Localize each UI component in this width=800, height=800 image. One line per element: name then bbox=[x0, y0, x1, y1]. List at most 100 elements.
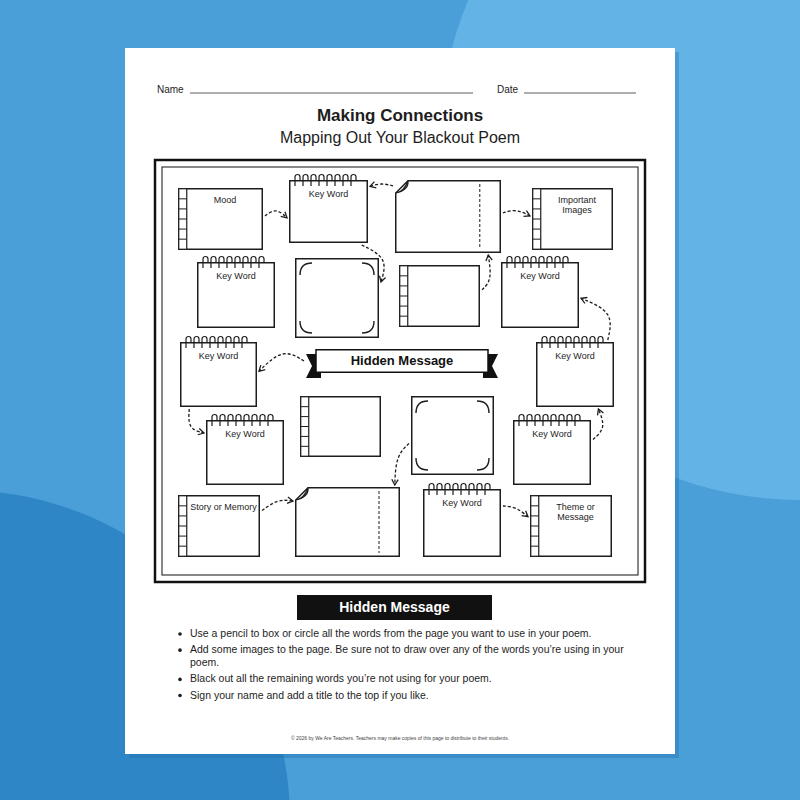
text-holder: Important Images bbox=[544, 195, 610, 216]
spiral-ring bbox=[461, 484, 466, 496]
tab-divider bbox=[531, 515, 539, 516]
spiral-ring bbox=[268, 415, 273, 427]
dashed-arrow bbox=[265, 211, 287, 218]
tab-divider bbox=[179, 208, 187, 209]
photo-frame bbox=[295, 258, 379, 338]
inner-frame bbox=[162, 167, 638, 575]
spiral-ring bbox=[558, 337, 563, 349]
spiral-ring bbox=[523, 257, 528, 269]
photo-corner bbox=[300, 321, 312, 333]
spiral-ring bbox=[469, 484, 474, 496]
spiral-ring bbox=[555, 257, 560, 269]
tab-divider bbox=[179, 536, 187, 537]
tab-divider bbox=[533, 208, 541, 209]
spiral-ring bbox=[590, 337, 595, 349]
tab-strip bbox=[179, 189, 187, 250]
text-holder: Theme or Message bbox=[542, 502, 609, 523]
spiral-ring bbox=[519, 415, 524, 427]
tab-divider bbox=[400, 316, 408, 317]
frame-border bbox=[412, 397, 494, 475]
tab-strip bbox=[301, 397, 309, 457]
box-label: Key Word bbox=[293, 189, 364, 199]
images-notepad: Important Images bbox=[532, 188, 613, 250]
spiral-ring bbox=[453, 484, 458, 496]
bullet-dots bbox=[178, 632, 182, 697]
tab-divider bbox=[179, 239, 187, 240]
notepad-border bbox=[181, 343, 257, 407]
section-heading-bar: Hidden Message bbox=[297, 595, 492, 620]
notepad-border bbox=[533, 189, 613, 250]
notepad-border bbox=[502, 263, 579, 328]
tab-divider bbox=[400, 285, 408, 286]
keyword-notepad: Key Word bbox=[206, 420, 284, 485]
spiral-ring bbox=[429, 484, 434, 496]
photo-corner bbox=[416, 401, 428, 413]
blank-notepad bbox=[399, 265, 480, 327]
heading-text: Hidden Message bbox=[324, 354, 480, 369]
spiral-ring bbox=[220, 415, 225, 427]
tab-divider bbox=[531, 546, 539, 547]
dashed-arrow bbox=[593, 409, 603, 440]
page-border bbox=[396, 181, 501, 253]
bullet-dot bbox=[178, 678, 182, 682]
dashed-arrow bbox=[262, 500, 293, 510]
spiral-ring bbox=[218, 337, 223, 349]
spiral-ring bbox=[242, 337, 247, 349]
folded-page bbox=[395, 180, 501, 253]
story-notepad: Story or Memory bbox=[178, 495, 260, 557]
spiral-ring bbox=[211, 257, 216, 269]
tab-divider bbox=[533, 229, 541, 230]
tab-divider bbox=[531, 526, 539, 527]
keyword-notepad: Key Word bbox=[180, 342, 257, 407]
spiral-ring bbox=[477, 484, 482, 496]
spiral-ring bbox=[542, 337, 547, 349]
spiral-ring bbox=[515, 257, 520, 269]
spiral-ring bbox=[527, 415, 532, 427]
instruction-bullet: Sign your name and add a title to the to… bbox=[190, 689, 630, 702]
spiral-ring bbox=[551, 415, 556, 427]
spiral-ring bbox=[575, 415, 580, 427]
notepad-border bbox=[179, 189, 263, 250]
theme-notepad: Theme or Message bbox=[530, 495, 612, 557]
folded-outline bbox=[295, 487, 400, 557]
spiral-ring bbox=[212, 415, 217, 427]
copyright-footer: © 2026 by We Are Teachers. Teachers may … bbox=[125, 735, 675, 741]
spiral-ring bbox=[252, 415, 257, 427]
text-holder: Hidden Message bbox=[324, 354, 480, 369]
tab-strip bbox=[531, 496, 539, 557]
dashed-arrow bbox=[189, 409, 204, 433]
text-holder: Hidden Message bbox=[305, 599, 484, 615]
keyword-notepad: Key Word bbox=[536, 342, 614, 407]
spiral-ring bbox=[219, 257, 224, 269]
box-label: Key Word bbox=[427, 498, 497, 508]
spiral-ring bbox=[351, 175, 356, 187]
tab-divider bbox=[179, 198, 187, 199]
notepad-border bbox=[514, 421, 591, 485]
notepad-border bbox=[301, 397, 381, 457]
spiral-ring bbox=[531, 257, 536, 269]
tab-strip bbox=[533, 189, 541, 250]
spiral-ring bbox=[547, 257, 552, 269]
box-label: Key Word bbox=[540, 351, 610, 361]
spiral-ring bbox=[550, 337, 555, 349]
photo-corner bbox=[362, 321, 374, 333]
spiral-ring bbox=[574, 337, 579, 349]
tab-divider bbox=[400, 306, 408, 307]
box-label: Mood bbox=[190, 195, 260, 205]
tab-divider bbox=[400, 275, 408, 276]
worksheet-subtitle: Mapping Out Your Blackout Poem bbox=[125, 128, 675, 148]
text-holder: Key Word bbox=[201, 271, 271, 281]
blank-notepad bbox=[300, 396, 381, 457]
worksheet-title: Making Connections bbox=[125, 106, 675, 126]
tabs-outline bbox=[399, 265, 480, 327]
spiral-ring bbox=[210, 337, 215, 349]
notepad-border bbox=[537, 343, 614, 407]
tab-divider bbox=[179, 515, 187, 516]
page-curl bbox=[396, 181, 408, 193]
tab-divider bbox=[179, 505, 187, 506]
box-label: Key Word bbox=[210, 429, 280, 439]
spiral-ring bbox=[535, 415, 540, 427]
keyword-notepad: Key Word bbox=[501, 262, 579, 328]
black-bar bbox=[297, 595, 492, 620]
bullet-dot bbox=[178, 632, 182, 636]
